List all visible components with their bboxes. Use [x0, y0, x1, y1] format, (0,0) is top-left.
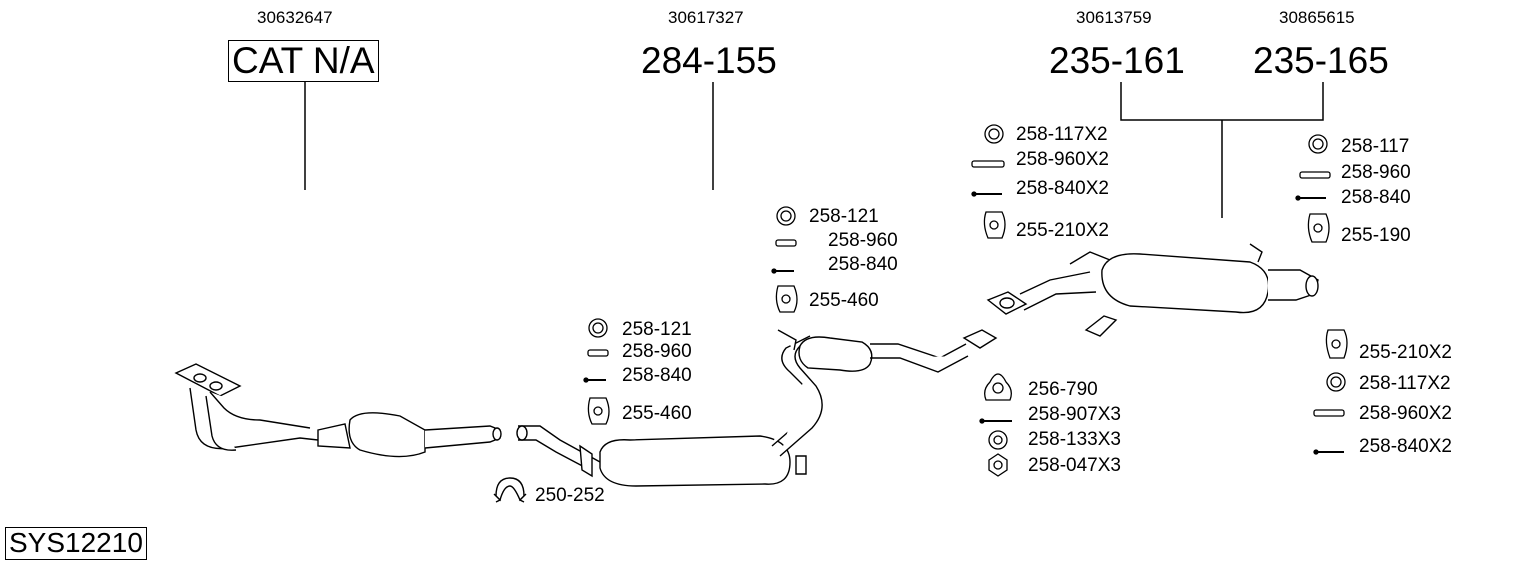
- rear-silencer: [986, 243, 1319, 337]
- oe-number: 30865615: [1279, 8, 1355, 27]
- part-number-cat: CAT N/A: [228, 40, 379, 82]
- oe-number: 30617327: [668, 8, 744, 27]
- middle-mount-icons: [771, 206, 798, 313]
- part-label: 258-133X3: [1028, 429, 1121, 450]
- rear-mount-icons-a: [971, 124, 1006, 239]
- part-label: 258-960X2: [1016, 149, 1109, 170]
- flange-kit-icons: [979, 373, 1012, 477]
- system-code: SYS12210: [5, 527, 147, 560]
- part-label: 258-960: [1341, 162, 1411, 183]
- part-label: 255-460: [622, 403, 692, 424]
- part-label: 258-840: [828, 254, 898, 275]
- part-label: 258-117X2: [1016, 124, 1108, 145]
- part-label: 256-790: [1028, 379, 1098, 400]
- part-label: 258-117X2: [1359, 373, 1451, 394]
- part-label: 258-840X2: [1016, 178, 1109, 199]
- middle-silencer: [579, 329, 998, 487]
- part-label: 258-121: [622, 319, 692, 340]
- part-number: 284-155: [641, 40, 777, 81]
- leader-line-rear: [1120, 82, 1324, 121]
- part-label: 258-960: [622, 341, 692, 362]
- oe-number: 30613759: [1076, 8, 1152, 27]
- part-label: 255-460: [809, 290, 879, 311]
- part-label: 258-840: [622, 365, 692, 386]
- cat-body: [348, 412, 426, 458]
- front-mount-icons: [583, 318, 610, 425]
- part-label: 258-960X2: [1359, 403, 1452, 424]
- rear-mount-icons-c: [1313, 329, 1348, 455]
- part-number: 235-165: [1253, 40, 1389, 81]
- clamp-icon: [493, 477, 527, 503]
- part-label: 258-907X3: [1028, 404, 1121, 425]
- part-label: 255-210X2: [1359, 342, 1452, 363]
- part-label: 255-210X2: [1016, 220, 1109, 241]
- part-label: 258-047X3: [1028, 455, 1121, 476]
- part-label: 258-840X2: [1359, 436, 1452, 457]
- part-label: 255-190: [1341, 225, 1411, 246]
- catalytic-converter-assembly: [174, 363, 611, 471]
- rear-mount-icons-b: [1295, 134, 1331, 243]
- part-label: 258-840: [1341, 187, 1411, 208]
- part-label: 258-117: [1341, 136, 1410, 157]
- part-label: 258-121: [809, 206, 879, 227]
- part-label: 258-960: [828, 230, 898, 251]
- part-number: 235-161: [1049, 40, 1185, 81]
- part-label: 250-252: [535, 485, 605, 506]
- rear-silencer-body: [1101, 253, 1270, 314]
- manifold-flange: [174, 363, 242, 397]
- oe-number: 30632647: [257, 8, 333, 27]
- resonator: [798, 336, 873, 372]
